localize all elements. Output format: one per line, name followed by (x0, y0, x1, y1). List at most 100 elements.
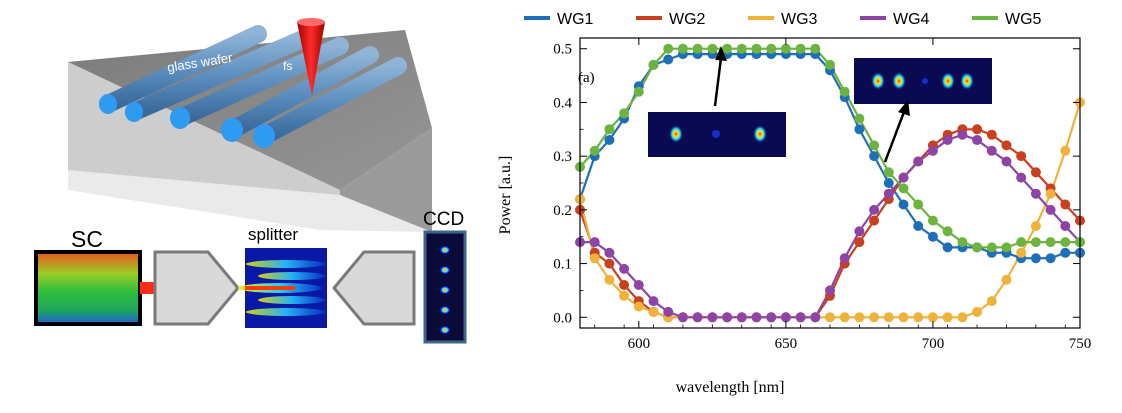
y-tick-label: 0.0 (553, 310, 572, 326)
data-point-wg4 (869, 204, 880, 215)
data-point-wg5 (619, 108, 630, 119)
data-point-wg5 (986, 242, 997, 253)
data-point-wg4 (1060, 221, 1071, 231)
data-point-wg5 (810, 43, 821, 54)
data-point-wg5 (604, 124, 615, 135)
data-point-wg5 (692, 43, 703, 54)
data-point-wg4 (722, 312, 733, 323)
data-point-wg3 (648, 306, 659, 317)
data-point-wg4 (677, 312, 688, 323)
data-point-wg5 (707, 43, 718, 54)
data-point-wg1 (913, 221, 924, 231)
data-point-wg4 (1016, 172, 1027, 183)
data-point-wg4 (1030, 188, 1041, 199)
splitter-label: splitter (248, 225, 298, 244)
data-point-wg4 (1045, 204, 1056, 215)
data-point-wg5 (1060, 237, 1071, 248)
data-point-wg4 (957, 129, 968, 140)
camera-label: CCD (423, 209, 464, 230)
inset-mode-image-2 (854, 58, 992, 104)
data-point-wg4 (839, 253, 850, 264)
data-point-wg1 (883, 178, 894, 188)
data-point-wg4 (972, 135, 983, 145)
data-point-wg5 (751, 43, 762, 54)
x-tick-label: 700 (922, 336, 945, 352)
data-point-wg2 (1060, 199, 1071, 210)
data-point-wg2 (1016, 151, 1027, 162)
data-point-wg3 (589, 253, 600, 264)
data-point-wg5 (1045, 237, 1056, 248)
data-point-wg4 (854, 226, 865, 237)
data-point-wg1 (927, 231, 938, 242)
data-point-wg4 (1001, 156, 1012, 167)
data-point-wg4 (825, 285, 835, 296)
data-point-wg3 (839, 312, 850, 323)
data-point-wg3 (1030, 221, 1041, 231)
data-point-wg3 (854, 312, 865, 323)
input-objective (153, 250, 240, 326)
data-point-wg1 (663, 54, 674, 65)
data-point-wg3 (869, 312, 880, 323)
data-point-wg2 (986, 129, 997, 140)
data-point-wg4 (633, 280, 644, 290)
data-point-wg3 (942, 312, 953, 323)
data-point-wg3 (1016, 247, 1027, 258)
data-point-wg4 (913, 156, 924, 167)
data-point-wg5 (883, 167, 894, 178)
data-point-wg4 (692, 312, 703, 323)
data-point-wg3 (957, 312, 968, 323)
data-point-wg5 (898, 183, 909, 194)
data-point-wg5 (1030, 237, 1041, 248)
data-point-wg1 (1045, 253, 1056, 264)
data-point-wg4 (604, 247, 615, 258)
data-point-wg5 (1016, 237, 1027, 248)
supercontinuum-source (34, 250, 142, 326)
data-point-wg2 (604, 258, 615, 269)
inset-mode-image-1 (648, 112, 786, 157)
data-point-wg4 (942, 135, 953, 145)
source-label: SC (71, 226, 103, 252)
data-point-wg5 (927, 215, 938, 226)
data-point-wg2 (1001, 140, 1012, 151)
data-point-wg1 (942, 242, 953, 253)
data-point-wg1 (854, 124, 865, 135)
x-axis-label: wavelength [nm] (676, 379, 785, 396)
data-point-wg4 (619, 263, 630, 274)
data-point-wg5 (766, 43, 777, 54)
series-points (575, 43, 1085, 323)
data-point-wg5 (825, 59, 835, 70)
data-point-wg4 (883, 188, 894, 199)
ccd-image (423, 230, 467, 344)
data-point-wg4 (751, 312, 762, 323)
y-tick-label: 0.3 (553, 149, 572, 165)
data-point-wg5 (795, 43, 806, 54)
data-point-wg5 (677, 43, 688, 54)
data-point-wg2 (1030, 167, 1041, 178)
data-point-wg5 (722, 43, 733, 54)
data-point-wg4 (766, 312, 777, 323)
splitter-image (238, 248, 327, 328)
laser-label: fs (283, 59, 292, 73)
y-tick-label: 0.1 (553, 257, 572, 273)
data-point-wg3 (619, 290, 630, 301)
data-point-wg4 (707, 312, 718, 323)
data-point-wg5 (957, 237, 968, 248)
data-point-wg5 (839, 86, 850, 97)
data-point-wg4 (736, 312, 747, 323)
data-point-wg2 (619, 280, 630, 290)
data-point-wg5 (663, 43, 674, 54)
legend-label-wg3: WG3 (781, 11, 818, 28)
data-point-wg5 (736, 43, 747, 54)
data-point-wg3 (883, 312, 894, 323)
data-point-wg3 (1060, 145, 1071, 156)
x-tick-label: 600 (628, 336, 651, 352)
data-point-wg5 (854, 113, 865, 124)
data-point-wg4 (810, 312, 821, 323)
source-fiber (140, 282, 154, 294)
data-point-wg1 (1030, 253, 1041, 264)
data-point-wg4 (663, 306, 674, 317)
y-tick-label: 0.5 (553, 42, 572, 58)
setup-illustration: glass wafer fs SC splitter CCD (0, 0, 480, 413)
